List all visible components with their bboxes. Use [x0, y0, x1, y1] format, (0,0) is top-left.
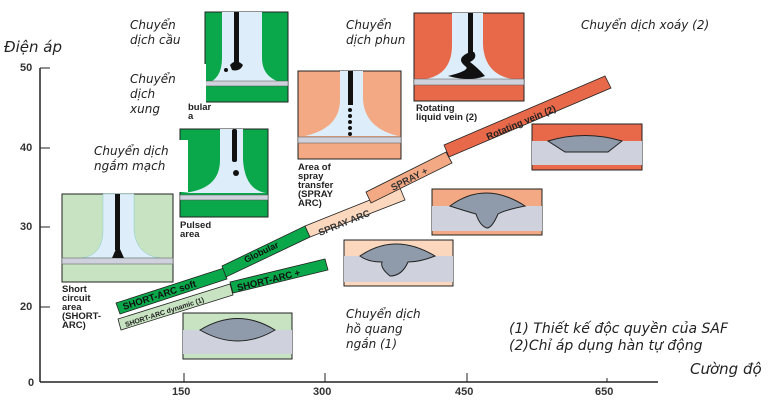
x-tick-label-450: 450	[455, 386, 474, 398]
y-axis-label: Điện áp	[4, 38, 63, 56]
y-tick-label-30: 30	[20, 221, 33, 233]
pulsed-transfer-image	[179, 128, 269, 218]
spray-plus-bead-section	[431, 188, 543, 236]
globular-image-label: bular a	[188, 102, 212, 122]
spray-image-label: Area of spray transfer (SPRAY ARC)	[298, 162, 334, 209]
footnote-2: (2)Chỉ áp dụng hàn tự động	[509, 338, 703, 354]
short-circuit-transfer-image	[61, 193, 174, 283]
rotating-image-label: Rotating liquid vein (2)	[416, 103, 478, 123]
x-axis-label: Cường độ	[690, 360, 762, 378]
pulsed-image-label: Pulsed area	[180, 220, 212, 240]
band-short-arc-plus-label: SHORT-ARC +	[236, 267, 302, 293]
spray-transfer-image	[297, 70, 402, 160]
annotation-pulsed-vn: Chuyển dịch xung	[130, 72, 176, 116]
globular-transfer-image	[204, 11, 289, 103]
footnote-1: (1) Thiết kế độc quyền của SAF	[509, 321, 729, 337]
spray-arc-bead-section	[343, 239, 454, 287]
y-tick-label-40: 40	[20, 142, 33, 154]
annotation-rotating-vn: Chuyển dịch xoáy (2)	[581, 18, 710, 32]
annotation-globular-vn: Chuyển dịch cầu	[130, 18, 181, 47]
y-tick-label-50: 50	[20, 62, 33, 74]
label-mask-short-circuit	[78, 140, 188, 192]
short-circuit-image-label: Short circuit area (SHORT- ARC)	[62, 284, 102, 331]
rotating-bead-section	[531, 123, 643, 171]
y-tick-label-0: 0	[28, 377, 35, 389]
x-tick-label-650: 650	[595, 386, 614, 398]
y-tick-label-20: 20	[20, 301, 33, 313]
short-arc-bead-section	[182, 312, 293, 360]
x-tick-label-150: 150	[172, 386, 191, 398]
annotation-short-circuit-vn: Chuyển dịch ngắm mạch	[94, 144, 169, 173]
annotation-short-arc-vn: Chuyển dịch hồ quang ngắn (1)	[346, 307, 421, 351]
x-tick-label-300: 300	[313, 386, 332, 398]
rotating-transfer-image	[413, 12, 525, 102]
annotation-spray-vn: Chuyển dịch phun	[346, 18, 406, 47]
label-mask-pulsed	[120, 64, 206, 116]
